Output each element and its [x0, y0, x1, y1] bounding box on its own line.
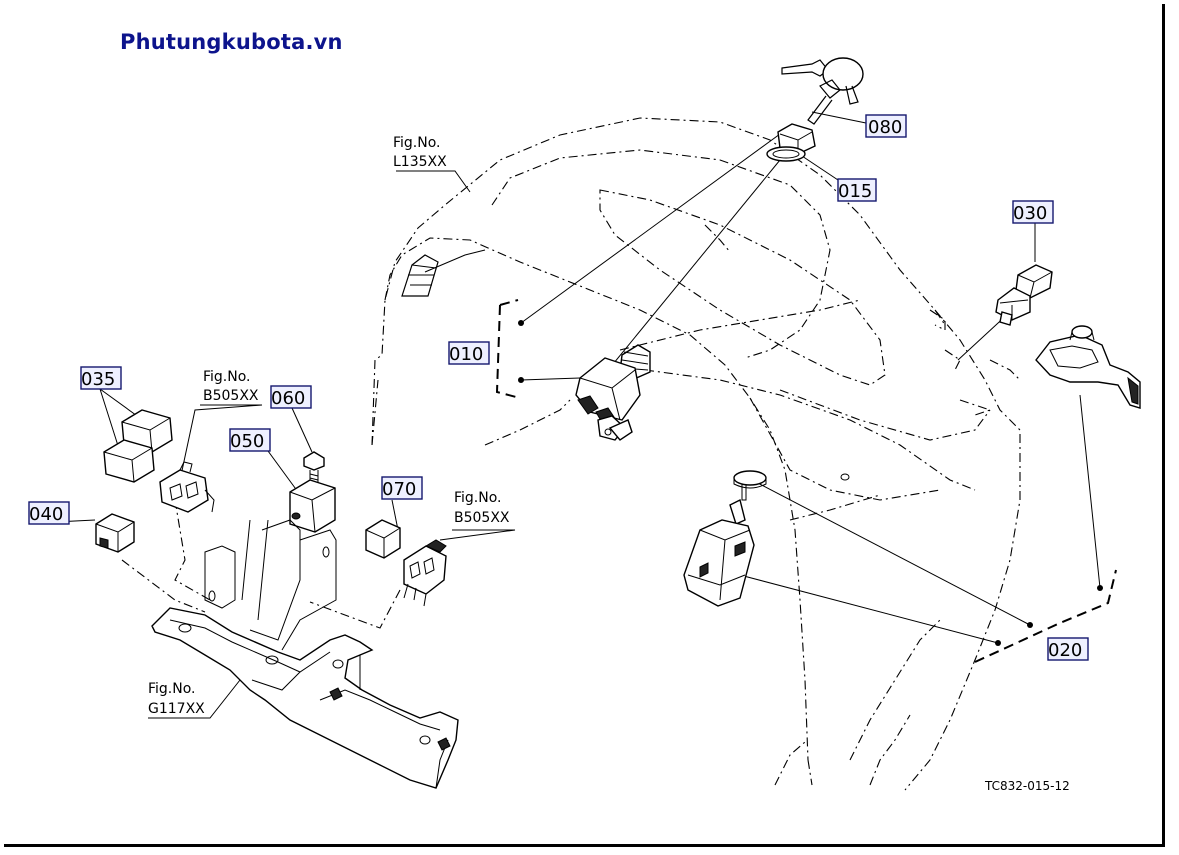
leader-dots	[518, 320, 1103, 646]
drawing-frame	[4, 4, 1165, 847]
figure-ref-b505-left: Fig.No. B505XX	[203, 369, 259, 404]
key-set-080	[781, 57, 864, 125]
svg-text:020: 020	[1048, 640, 1082, 661]
svg-text:Fig.No.: Fig.No.	[203, 369, 251, 385]
part-label-035: 035	[80, 366, 122, 390]
part-label-060: 060	[270, 385, 312, 409]
relay-socket-left	[159, 461, 215, 513]
meter-020	[1035, 325, 1141, 409]
connector-030	[995, 264, 1053, 326]
svg-text:070: 070	[382, 479, 416, 500]
svg-text:B505XX: B505XX	[454, 510, 510, 526]
svg-text:L135XX: L135XX	[393, 154, 447, 170]
svg-text:050: 050	[230, 431, 264, 452]
svg-text:030: 030	[1013, 203, 1047, 224]
mounting-bracket	[151, 519, 459, 789]
gauge-020	[683, 470, 767, 607]
part-label-010: 010	[448, 341, 490, 365]
watermark-text: Phutungkubota.vn	[120, 30, 343, 54]
part-label-050: 050	[229, 428, 271, 452]
key-switch-010	[575, 344, 651, 441]
svg-text:040: 040	[29, 504, 63, 525]
part-label-030: 030	[1012, 200, 1054, 224]
relay-socket-right	[403, 539, 447, 607]
figure-ref-l135: Fig.No. L135XX	[393, 135, 447, 170]
part-label-080: 080	[865, 114, 907, 138]
svg-text:B505XX: B505XX	[203, 388, 259, 404]
part-label-015: 015	[837, 178, 877, 202]
part-label-020: 020	[1047, 637, 1089, 661]
dash-connector	[401, 249, 486, 297]
figure-ref-g117: Fig.No. G117XX	[148, 681, 205, 717]
svg-text:Fig.No.: Fig.No.	[393, 135, 441, 151]
svg-text:035: 035	[81, 369, 115, 390]
relay-050	[289, 479, 336, 533]
drawing-reference-code: TC832-015-12	[984, 779, 1070, 793]
svg-text:Fig.No.: Fig.No.	[148, 681, 196, 697]
svg-text:080: 080	[868, 117, 902, 138]
part-label-040: 040	[28, 501, 70, 525]
svg-text:015: 015	[838, 181, 872, 202]
svg-text:G117XX: G117XX	[148, 701, 205, 717]
relay-070	[365, 519, 401, 559]
figure-ref-b505-right: Fig.No. B505XX	[454, 490, 510, 526]
switch-cap	[766, 123, 816, 162]
dashboard-outline	[371, 117, 1021, 791]
leader-lines	[54, 111, 1117, 719]
svg-text:Fig.No.: Fig.No.	[454, 490, 502, 506]
svg-text:060: 060	[271, 388, 305, 409]
connector-040	[95, 513, 135, 553]
part-label-070: 070	[381, 476, 423, 500]
relay-035	[103, 409, 173, 483]
svg-text:010: 010	[449, 344, 483, 365]
